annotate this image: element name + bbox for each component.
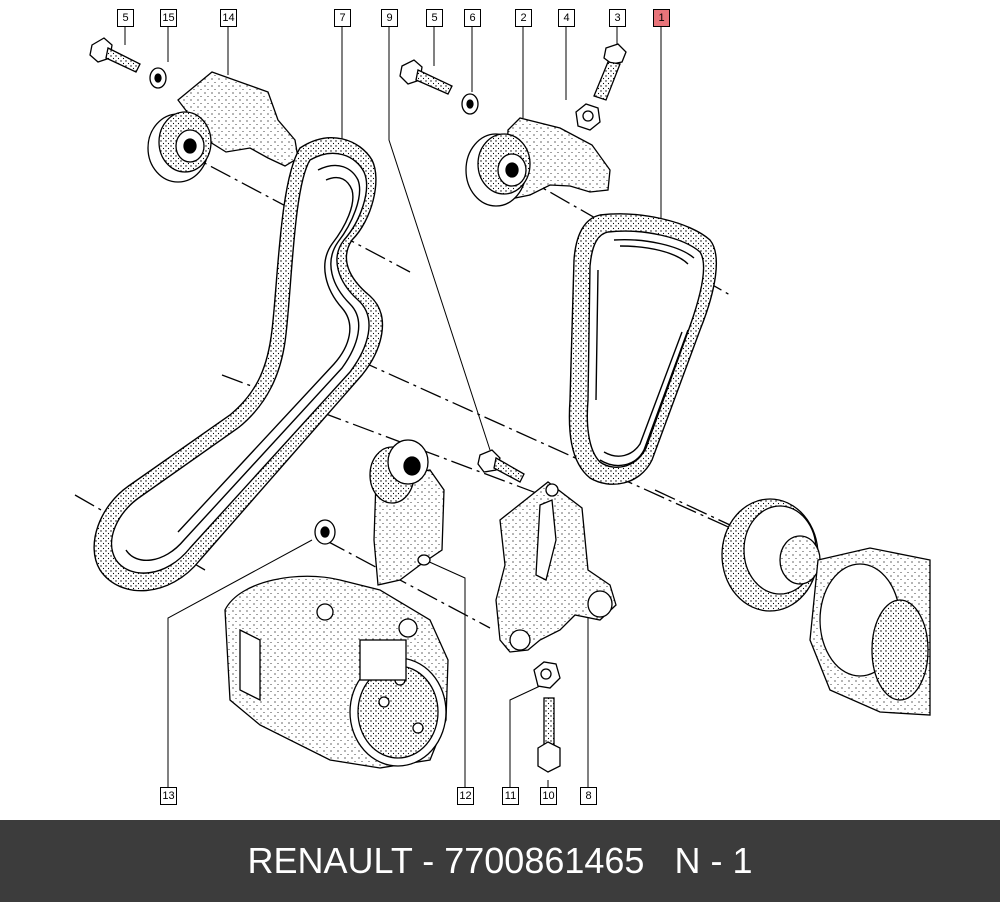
callout-part-7: 7 — [334, 9, 351, 27]
belt-part-1 — [568, 213, 717, 485]
nut-part-4 — [575, 103, 601, 131]
callout-part-5-right: 5 — [426, 9, 443, 27]
ac-compressor-part-13 — [224, 575, 449, 769]
bolt-part-5-right — [399, 59, 453, 95]
washer-part-6 — [461, 93, 479, 115]
callout-part-1-highlighted: 1 — [653, 9, 670, 27]
idler-pulley-part-14 — [147, 71, 299, 183]
leader-lines — [124, 25, 662, 787]
bolt-part-10 — [537, 697, 561, 773]
callout-part-11: 11 — [502, 787, 519, 805]
callout-part-9: 9 — [381, 9, 398, 27]
callout-part-2: 2 — [515, 9, 532, 27]
bracket-part-8 — [495, 481, 617, 653]
bolt-part-9 — [477, 449, 525, 483]
crankshaft-pulley — [721, 498, 931, 716]
footer-text: RENAULT - 7700861465 N - 1 — [247, 840, 753, 881]
part-number-footer: RENAULT - 7700861465 N - 1 — [0, 820, 1000, 902]
callout-part-8: 8 — [580, 787, 597, 805]
callout-part-14: 14 — [220, 9, 237, 27]
callout-part-3: 3 — [609, 9, 626, 27]
belt-part-7 — [93, 137, 384, 592]
nut-part-11 — [533, 661, 561, 689]
washer-part-15 — [149, 67, 167, 89]
bolt-part-3 — [593, 43, 627, 101]
callout-part-13: 13 — [160, 787, 177, 805]
tensioner-pulley-part-2 — [465, 117, 611, 207]
callout-part-12: 12 — [457, 787, 474, 805]
callout-part-10: 10 — [540, 787, 557, 805]
callout-part-4: 4 — [558, 9, 575, 27]
parts-diagram — [74, 25, 931, 787]
bolt-part-5-left — [89, 37, 141, 73]
idler-pulley-part-12 — [369, 439, 445, 586]
washer-part-13 — [314, 519, 336, 545]
callout-part-6: 6 — [464, 9, 481, 27]
callout-part-15: 15 — [160, 9, 177, 27]
callout-part-5-left: 5 — [117, 9, 134, 27]
